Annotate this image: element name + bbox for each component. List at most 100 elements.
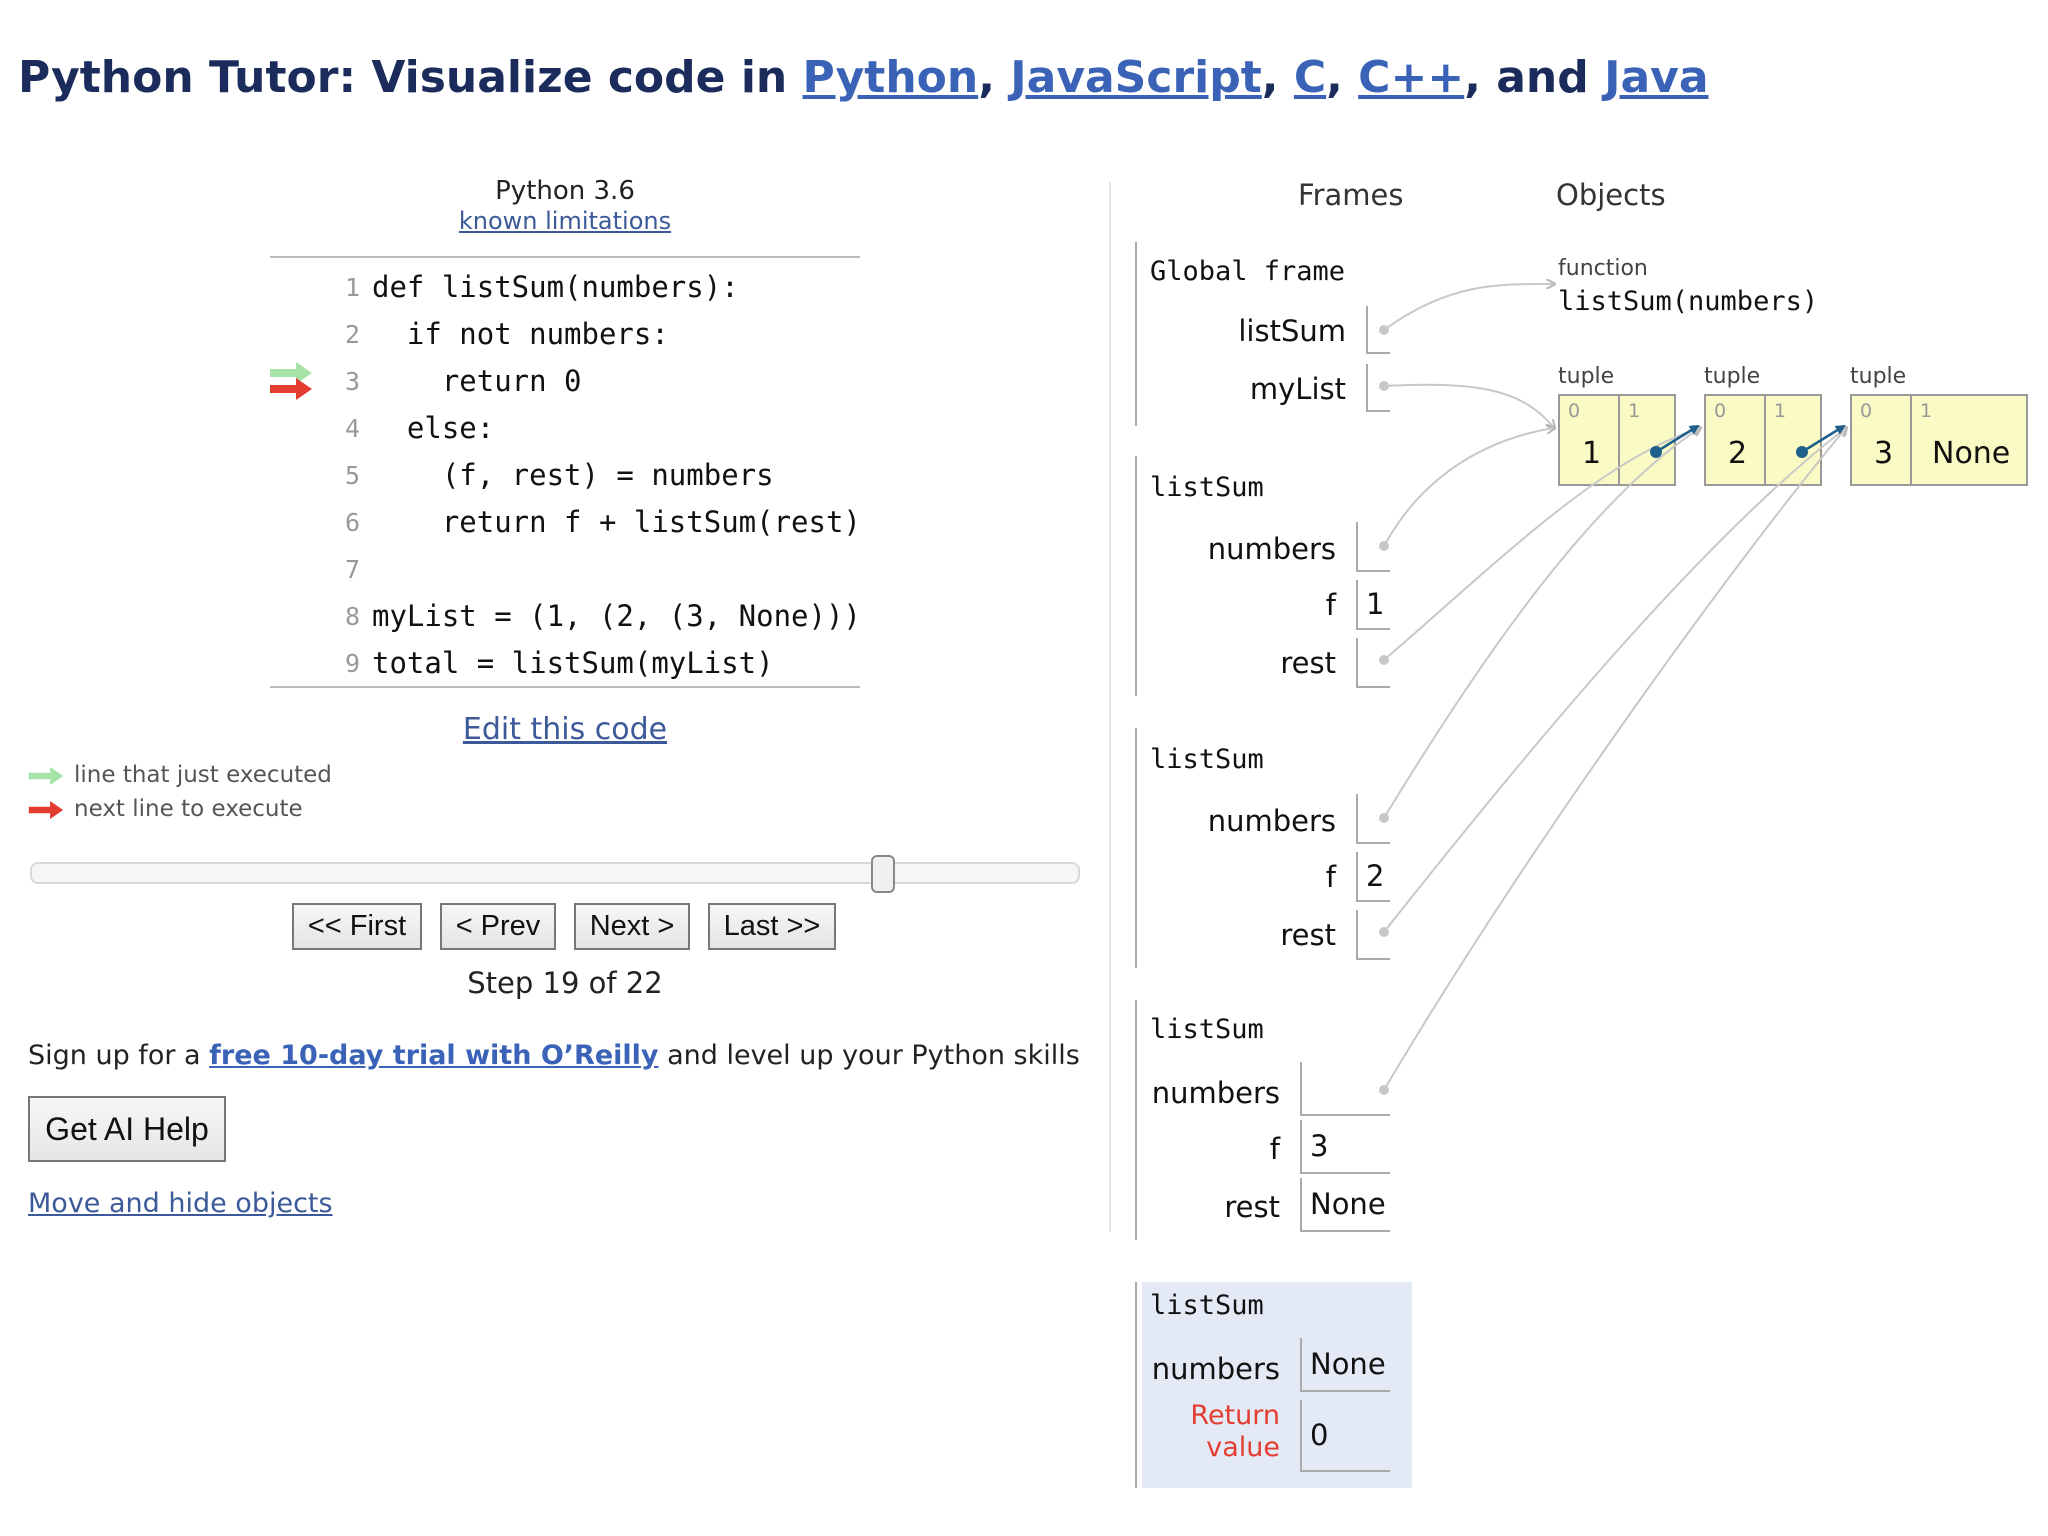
line-text: total = listSum(myList) bbox=[372, 646, 774, 680]
code-line: 8 myList = (1, (2, (3, None))) bbox=[270, 593, 861, 640]
line-text: return 0 bbox=[372, 364, 582, 398]
move-hide-objects-link[interactable]: Move and hide objects bbox=[28, 1188, 333, 1219]
pointer-origin-dots bbox=[1379, 325, 1389, 1095]
tuple-index: 0 bbox=[1714, 400, 1727, 422]
page-title: Python Tutor: Visualize code in Python, … bbox=[18, 52, 1709, 103]
tuple-index: 1 bbox=[1774, 400, 1787, 422]
language-label: Python 3.6 bbox=[495, 176, 635, 206]
tuple-index: 1 bbox=[1920, 400, 1933, 422]
step-slider-handle[interactable] bbox=[871, 855, 896, 893]
step-counter: Step 19 of 22 bbox=[467, 966, 663, 1000]
pointer-numbers-tuple2 bbox=[1383, 428, 1700, 819]
code-line: 1 def listSum(numbers): bbox=[270, 264, 860, 311]
line-text: else: bbox=[372, 411, 495, 445]
global-frame-title: Global frame bbox=[1150, 256, 1346, 287]
line-text: if not numbers: bbox=[372, 317, 669, 351]
frame-title: listSum bbox=[1150, 1290, 1264, 1321]
tuple-value: None bbox=[1932, 436, 2011, 471]
var-value bbox=[1356, 794, 1390, 844]
frames-header: Frames bbox=[1298, 178, 1404, 212]
line-number: 4 bbox=[344, 414, 360, 443]
var-value-pointer bbox=[1366, 306, 1390, 354]
var-name: rest bbox=[1224, 1190, 1280, 1224]
code-bottom-rule bbox=[270, 686, 860, 688]
pointer-listSum-function bbox=[1383, 284, 1554, 331]
tuple-cell: 0 2 bbox=[1704, 394, 1766, 486]
pointer-rest-tuple2 bbox=[1383, 428, 1700, 661]
line-text: (f, rest) = numbers bbox=[372, 458, 774, 492]
oreilly-trial-link[interactable]: free 10-day trial with O’Reilly bbox=[209, 1040, 659, 1071]
python-link[interactable]: Python bbox=[802, 52, 979, 103]
tuple-value: 2 bbox=[1728, 436, 1748, 471]
pane-divider bbox=[1109, 182, 1111, 1232]
javascript-link[interactable]: JavaScript bbox=[1010, 52, 1262, 103]
frame-border bbox=[1135, 1282, 1137, 1488]
pointer-numbers-tuple3 bbox=[1383, 428, 1846, 1091]
var-name: rest bbox=[1280, 646, 1336, 680]
line-number: 1 bbox=[344, 273, 360, 302]
var-name: numbers bbox=[1207, 804, 1336, 838]
var-value bbox=[1356, 638, 1390, 688]
next-line-arrow-icon bbox=[28, 800, 64, 819]
known-limitations-link[interactable]: known limitations bbox=[458, 207, 672, 235]
pointer-tuple1-to-tuple2 bbox=[1655, 424, 1700, 454]
title-prefix: Python Tutor: Visualize code in bbox=[18, 52, 803, 103]
java-link[interactable]: Java bbox=[1604, 52, 1709, 103]
code-line: 4 else: bbox=[270, 405, 860, 452]
cpp-link[interactable]: C++ bbox=[1358, 52, 1465, 103]
var-name: numbers bbox=[1151, 1076, 1280, 1110]
tuple-index: 1 bbox=[1628, 400, 1641, 422]
var-value bbox=[1300, 1062, 1390, 1116]
var-name: f bbox=[1269, 1132, 1280, 1166]
legend-executed-text: line that just executed bbox=[74, 762, 332, 788]
var-value bbox=[1356, 910, 1390, 960]
var-value: 1 bbox=[1356, 580, 1390, 630]
global-frame-border bbox=[1135, 242, 1137, 426]
tuple-value: 1 bbox=[1582, 436, 1602, 471]
line-number: 3 bbox=[344, 367, 360, 396]
code-top-rule bbox=[270, 256, 860, 258]
line-number: 8 bbox=[344, 602, 360, 631]
tuple-type-label: tuple bbox=[1558, 364, 1615, 389]
pointer-myList-tuple bbox=[1383, 383, 1554, 428]
line-number: 9 bbox=[344, 649, 360, 678]
return-value: 0 bbox=[1300, 1400, 1390, 1472]
var-name: listSum bbox=[1238, 314, 1346, 348]
line-number: 2 bbox=[344, 320, 360, 349]
edit-code-link[interactable]: Edit this code bbox=[462, 712, 668, 747]
tuple-index: 0 bbox=[1568, 400, 1581, 422]
frame-border bbox=[1135, 456, 1137, 696]
var-name: numbers bbox=[1207, 532, 1336, 566]
pointer-numbers-tuple1 bbox=[1383, 428, 1554, 547]
first-button[interactable]: << First bbox=[292, 903, 422, 950]
tuple-cell: 1 bbox=[1618, 394, 1676, 486]
function-signature: listSum(numbers) bbox=[1558, 286, 1819, 317]
next-button[interactable]: Next > bbox=[574, 903, 690, 950]
code-line-current: 3 return 0 bbox=[270, 358, 860, 405]
tuple-index: 0 bbox=[1860, 400, 1873, 422]
line-text: return f + listSum(rest) bbox=[372, 505, 861, 539]
tuple-value: 3 bbox=[1874, 436, 1894, 471]
active-frame bbox=[1142, 1282, 1412, 1488]
frame-title: listSum bbox=[1150, 744, 1264, 775]
var-name: myList bbox=[1249, 372, 1346, 406]
frame-title: listSum bbox=[1150, 472, 1264, 503]
frame-border bbox=[1135, 728, 1137, 968]
line-text: def listSum(numbers): bbox=[372, 270, 739, 304]
objects-header: Objects bbox=[1556, 178, 1666, 212]
frame-title: listSum bbox=[1150, 1014, 1264, 1045]
var-value: None bbox=[1300, 1338, 1390, 1392]
prev-button[interactable]: < Prev bbox=[440, 903, 556, 950]
next-line-arrow-icon bbox=[270, 378, 312, 400]
legend-executed: line that just executed bbox=[28, 762, 332, 788]
last-button[interactable]: Last >> bbox=[708, 903, 836, 950]
line-text: myList = (1, (2, (3, None))) bbox=[372, 599, 861, 633]
code-line: 6 return f + listSum(rest) bbox=[270, 499, 861, 546]
var-value-pointer bbox=[1366, 364, 1390, 412]
get-ai-help-button[interactable]: Get AI Help bbox=[28, 1096, 226, 1162]
var-name: f bbox=[1325, 860, 1336, 894]
var-value bbox=[1356, 522, 1390, 572]
step-slider-track[interactable] bbox=[30, 862, 1080, 884]
c-link[interactable]: C bbox=[1293, 52, 1327, 103]
